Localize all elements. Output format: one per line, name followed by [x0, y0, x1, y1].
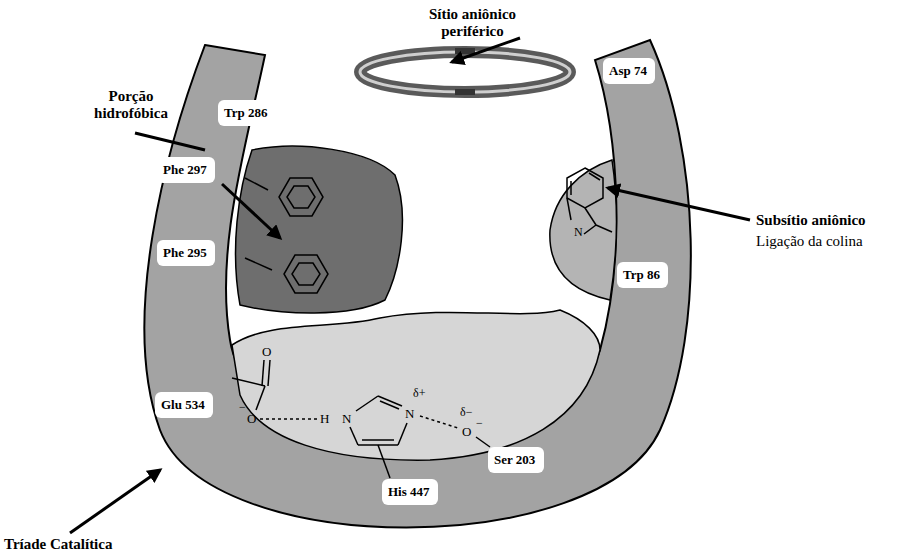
charge-label: −	[239, 401, 246, 414]
enzyme-band	[144, 40, 690, 528]
residue-box: His 447	[382, 479, 438, 505]
charge-label: −	[476, 417, 483, 430]
charge-label: δ−	[460, 406, 472, 419]
atom-label: O	[462, 425, 471, 439]
charge-label: δ+	[413, 387, 425, 400]
residue-box: Ser 203	[488, 447, 544, 473]
ring-mark	[455, 48, 475, 54]
atom-label: N	[405, 407, 414, 421]
leader-line	[135, 133, 205, 150]
residue-box: Glu 534	[155, 392, 213, 418]
ser-chain	[476, 437, 490, 447]
callout-label: Sítio aniônico periférico	[405, 6, 540, 39]
residue-box: Asp 74	[603, 58, 655, 84]
ring-mark	[455, 89, 475, 95]
callout-arrow	[452, 38, 520, 62]
glu-carboxylate	[232, 360, 270, 410]
residue-name: Ser 203	[494, 452, 535, 467]
atom-label: H	[320, 412, 329, 426]
anionic-subsite-region	[550, 160, 616, 300]
residue-box: Phe 297	[157, 157, 215, 183]
residue-name: Phe 295	[163, 245, 207, 260]
his-imidazole	[350, 396, 407, 478]
atom-label: O	[262, 345, 271, 359]
callout-label: Porção hidrofóbica	[86, 88, 176, 121]
callout-label: Tríade Catalítica	[4, 536, 112, 553]
residue-box: Trp 86	[617, 262, 668, 288]
hydrogen-bond	[260, 418, 318, 420]
residue-name: Glu 534	[161, 397, 205, 412]
residue-name: Trp 86	[623, 267, 660, 282]
atom-label: N	[342, 412, 351, 426]
callout-arrow	[608, 188, 750, 220]
callout-label: Subsítio aniônico	[756, 212, 866, 229]
residue-name: Trp 286	[224, 105, 267, 120]
atom-label: O	[247, 412, 256, 426]
residue-name: His 447	[388, 484, 430, 499]
residue-box: Trp 286	[218, 100, 276, 126]
callout-arrow	[222, 184, 280, 238]
phe-rings	[245, 178, 328, 293]
hydrophobic-pocket	[236, 146, 403, 313]
hydrogen-bond	[420, 416, 458, 428]
residue-name: Asp 74	[609, 63, 647, 78]
callout-arrow	[70, 470, 160, 533]
atom-label: N	[574, 226, 583, 239]
residue-box: Phe 295	[157, 240, 215, 266]
catalytic-region	[232, 310, 600, 460]
callout-label: Ligação da colina	[756, 233, 863, 250]
indole-ring	[567, 168, 612, 234]
residue-name: Phe 297	[163, 162, 207, 177]
